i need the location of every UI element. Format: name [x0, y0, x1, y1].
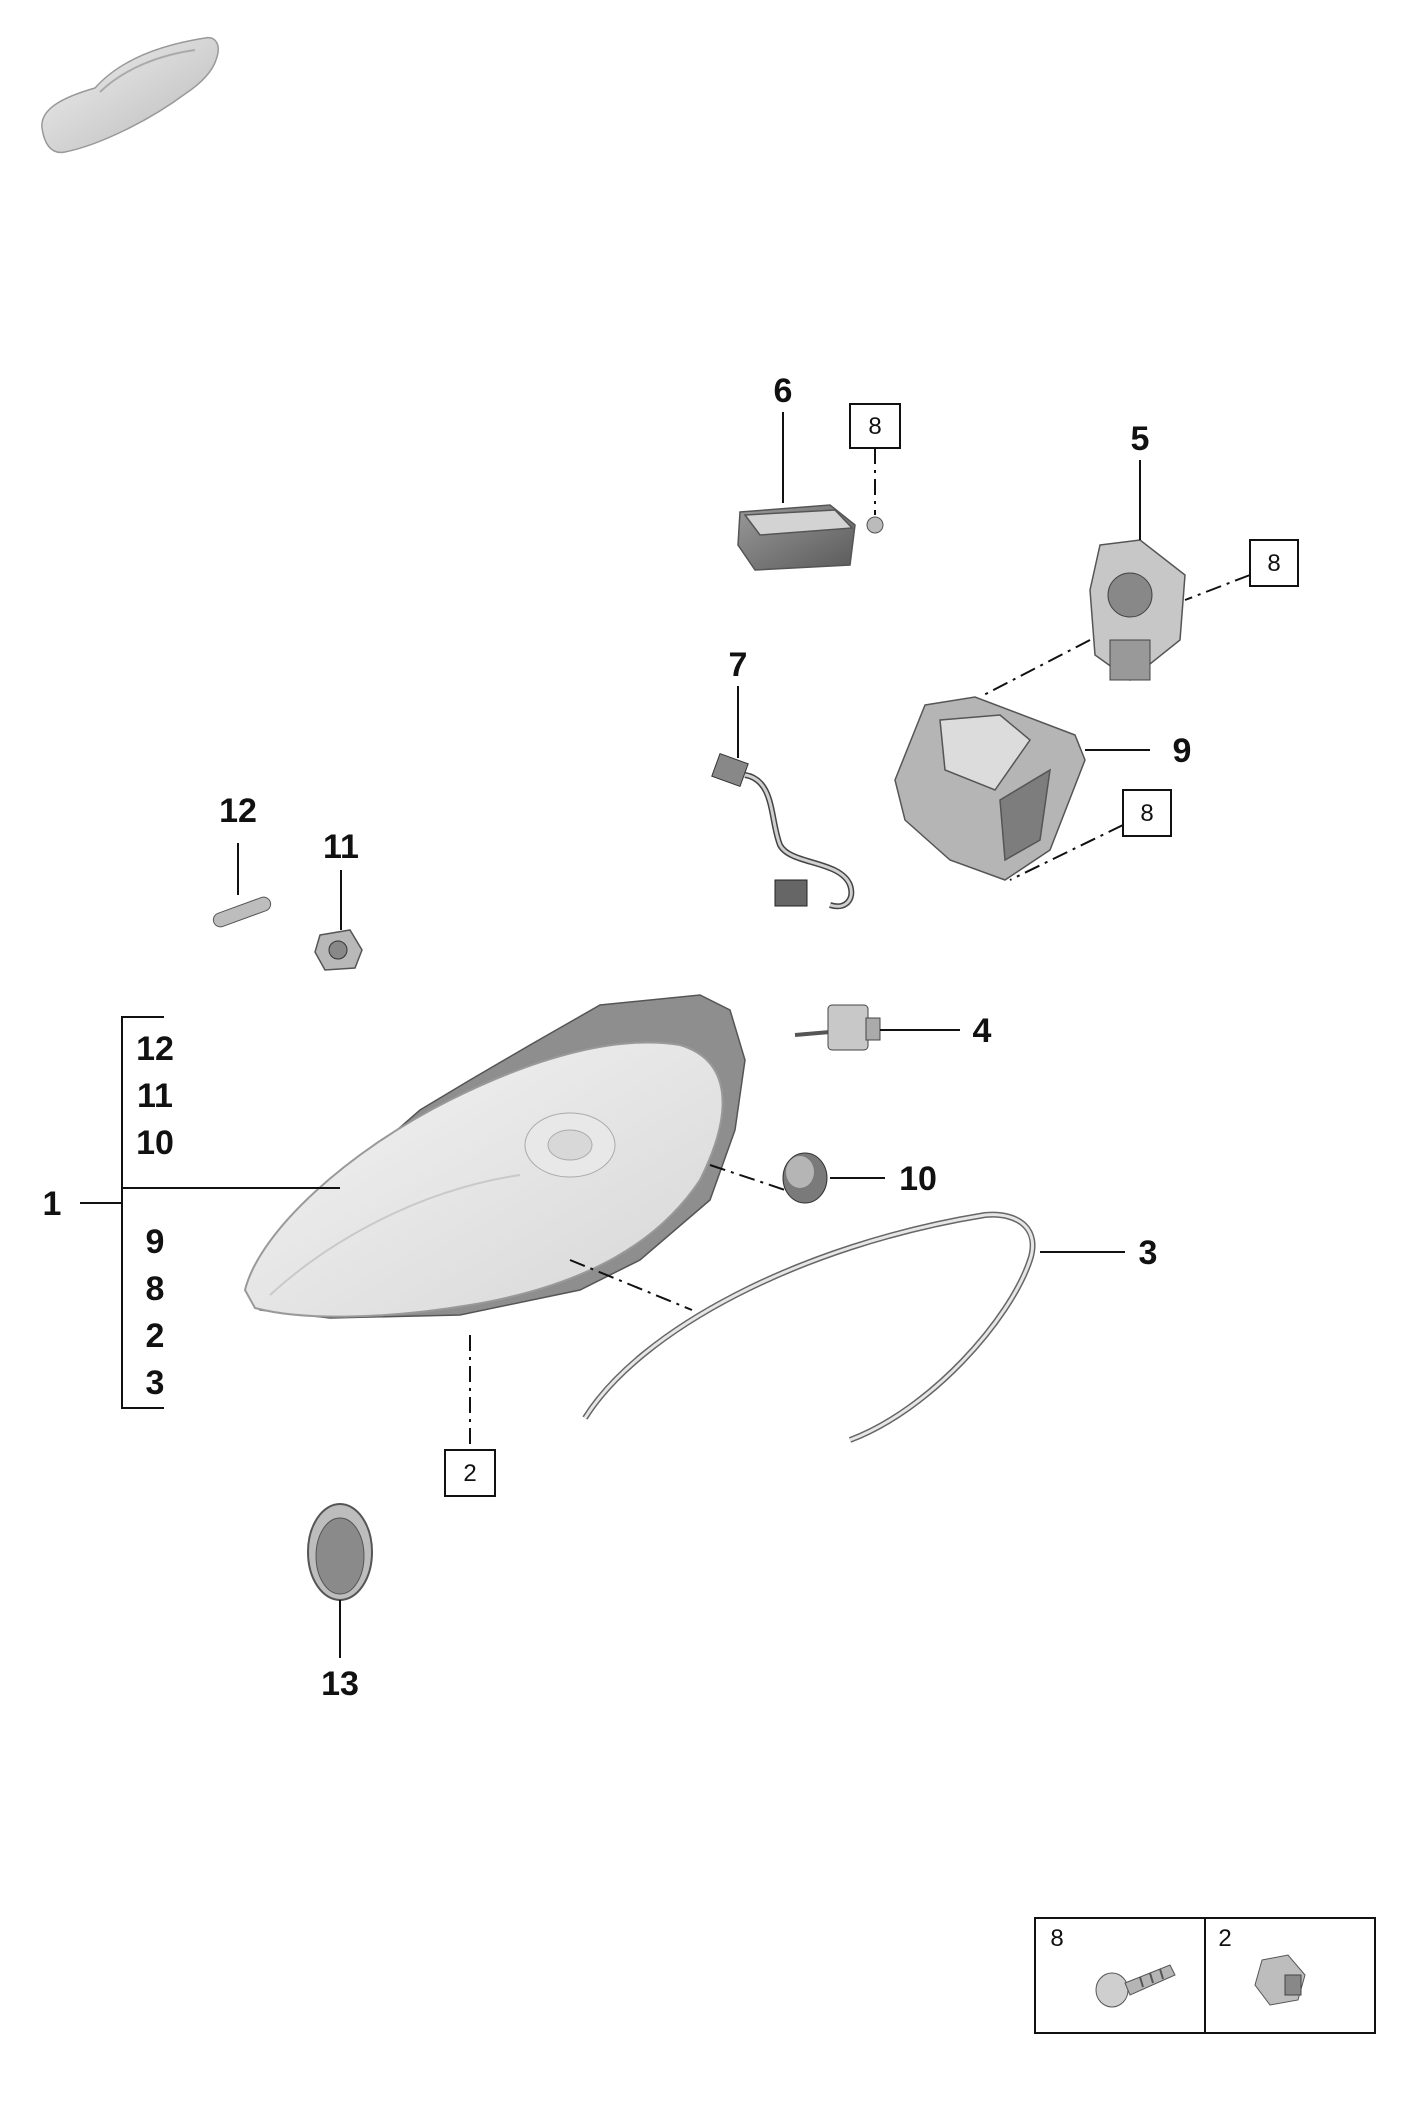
boxed-ref-8: 8	[849, 403, 901, 449]
callout-10: 10	[899, 1160, 937, 1198]
callout-4: 4	[973, 1012, 992, 1050]
legend-label-8: 8	[1050, 1925, 1063, 1952]
grommet-part	[307, 1503, 373, 1601]
bracket-item: 3	[146, 1364, 165, 1402]
cable-part	[711, 752, 855, 910]
housing-bracket-part	[894, 696, 1086, 881]
nut-icon	[1254, 1954, 1306, 2006]
svg-text:8: 8	[1140, 800, 1153, 827]
callout-13: 13	[321, 1665, 359, 1703]
car-silhouette-icon	[41, 36, 219, 154]
bracket-item: 12	[136, 1030, 174, 1068]
cap-part	[782, 1152, 828, 1204]
callout-3: 3	[1139, 1234, 1158, 1272]
svg-text:8: 8	[868, 413, 881, 440]
boxed-ref-8: 8	[1122, 789, 1172, 837]
legend-label-2: 2	[1218, 1925, 1231, 1952]
boxed-ref-2: 2	[444, 1449, 496, 1497]
screw-icon	[1095, 1964, 1176, 2008]
clip-part	[212, 896, 272, 928]
callout-5: 5	[1131, 420, 1150, 458]
bracket-item: 10	[136, 1124, 174, 1162]
control-unit-part	[737, 504, 884, 571]
callout-7: 7	[729, 646, 748, 684]
svg-text:8: 8	[1267, 550, 1280, 577]
bracket-item: 9	[146, 1223, 165, 1261]
callout-12: 12	[219, 792, 257, 830]
hardware-legend: 8 2	[1034, 1917, 1376, 2034]
seal-strip-part	[582, 1211, 1036, 1443]
fastener-part	[314, 929, 363, 971]
callout-1: 1	[43, 1185, 62, 1223]
headlight-part	[243, 994, 746, 1319]
bracket-item: 2	[146, 1317, 165, 1355]
boxed-ref-8: 8	[1249, 539, 1299, 587]
lamp-base-part	[1089, 539, 1186, 681]
callout-6: 6	[774, 372, 793, 410]
svg-text:2: 2	[463, 1460, 476, 1487]
bulb-part	[794, 1004, 881, 1051]
bracket-item: 11	[137, 1077, 173, 1115]
callout-11: 11	[323, 828, 359, 866]
bracket-item: 8	[146, 1270, 165, 1308]
callout-9: 9	[1173, 732, 1192, 770]
